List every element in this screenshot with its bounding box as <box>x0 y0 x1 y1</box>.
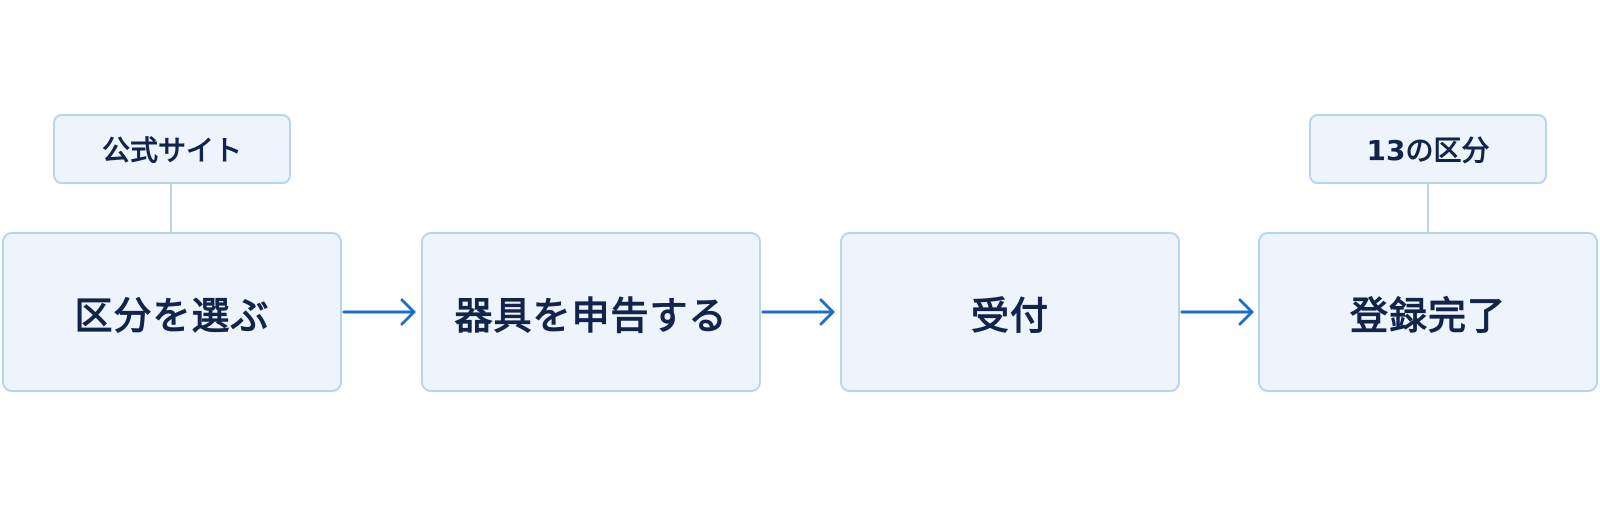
step-declare-equipment: 器具を申告する <box>421 232 761 392</box>
step-label: 区分を選ぶ <box>74 293 270 338</box>
step-label: 登録完了 <box>1349 293 1506 338</box>
step-select-category: 区分を選ぶ <box>2 232 342 392</box>
note-connector-line <box>1427 184 1429 232</box>
arrow-3-to-4 <box>1180 298 1254 326</box>
arrow-2-to-3 <box>761 298 835 326</box>
arrow-1-to-2 <box>342 298 416 326</box>
step-registration-complete: 登録完了 <box>1258 232 1598 392</box>
note-connector-line <box>170 184 172 232</box>
step-reception: 受付 <box>840 232 1180 392</box>
note-official-site: 公式サイト <box>53 114 291 184</box>
step-label: 器具を申告する <box>454 293 728 338</box>
step-label: 受付 <box>970 293 1049 338</box>
note-label: 公式サイト <box>101 134 242 167</box>
note-label: 13の区分 <box>1366 134 1490 167</box>
note-13-categories: 13の区分 <box>1309 114 1547 184</box>
